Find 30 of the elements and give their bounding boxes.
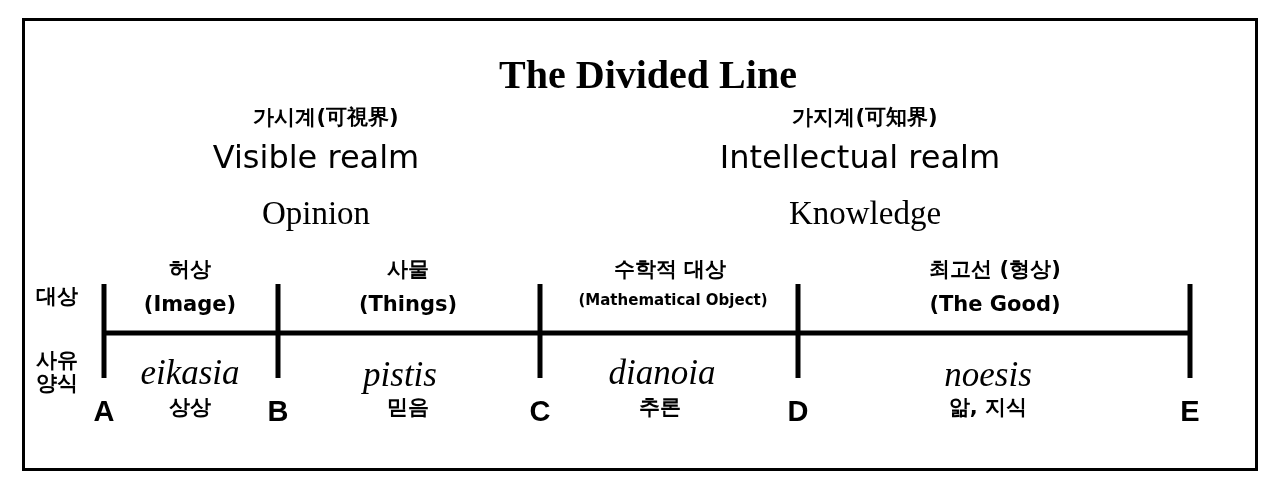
state-label: Knowledge bbox=[788, 194, 942, 232]
row-label: 대상 bbox=[36, 285, 78, 309]
mode-label: 믿음 bbox=[387, 396, 429, 420]
object-label: (Mathematical Object) bbox=[578, 291, 768, 309]
point-label: E bbox=[1180, 396, 1200, 428]
object-label: 허상 bbox=[169, 258, 211, 282]
point-label: A bbox=[93, 396, 115, 428]
realm-label: Visible realm bbox=[212, 140, 420, 176]
realm-heading: 가시계(可視界) bbox=[253, 106, 399, 130]
object-label: 사물 bbox=[387, 258, 429, 282]
mode-label: 추론 bbox=[639, 396, 681, 420]
object-label: 수학적 대상 bbox=[613, 258, 727, 282]
object-label: (Things) bbox=[358, 293, 458, 317]
object-label: 최고선 (형상) bbox=[929, 258, 1061, 282]
row-label: 사유 양식 bbox=[35, 348, 79, 396]
mode-label: eikasia bbox=[140, 353, 240, 393]
point-label: D bbox=[787, 396, 809, 428]
object-label: (The Good) bbox=[929, 293, 1061, 317]
state-label: Opinion bbox=[261, 194, 371, 232]
mode-label: pistis bbox=[363, 355, 437, 395]
realm-label: Intellectual realm bbox=[719, 140, 1001, 176]
mode-label: dianoia bbox=[608, 353, 716, 393]
mode-label: noesis bbox=[944, 355, 1032, 395]
mode-label: 앎, 지식 bbox=[948, 396, 1028, 420]
mode-label: 상상 bbox=[169, 396, 211, 420]
object-label: (Image) bbox=[143, 293, 237, 317]
point-label: B bbox=[267, 396, 289, 428]
realm-heading: 가지계(可知界) bbox=[792, 106, 938, 130]
diagram-title: The Divided Line bbox=[499, 53, 797, 97]
point-label: C bbox=[529, 396, 551, 428]
